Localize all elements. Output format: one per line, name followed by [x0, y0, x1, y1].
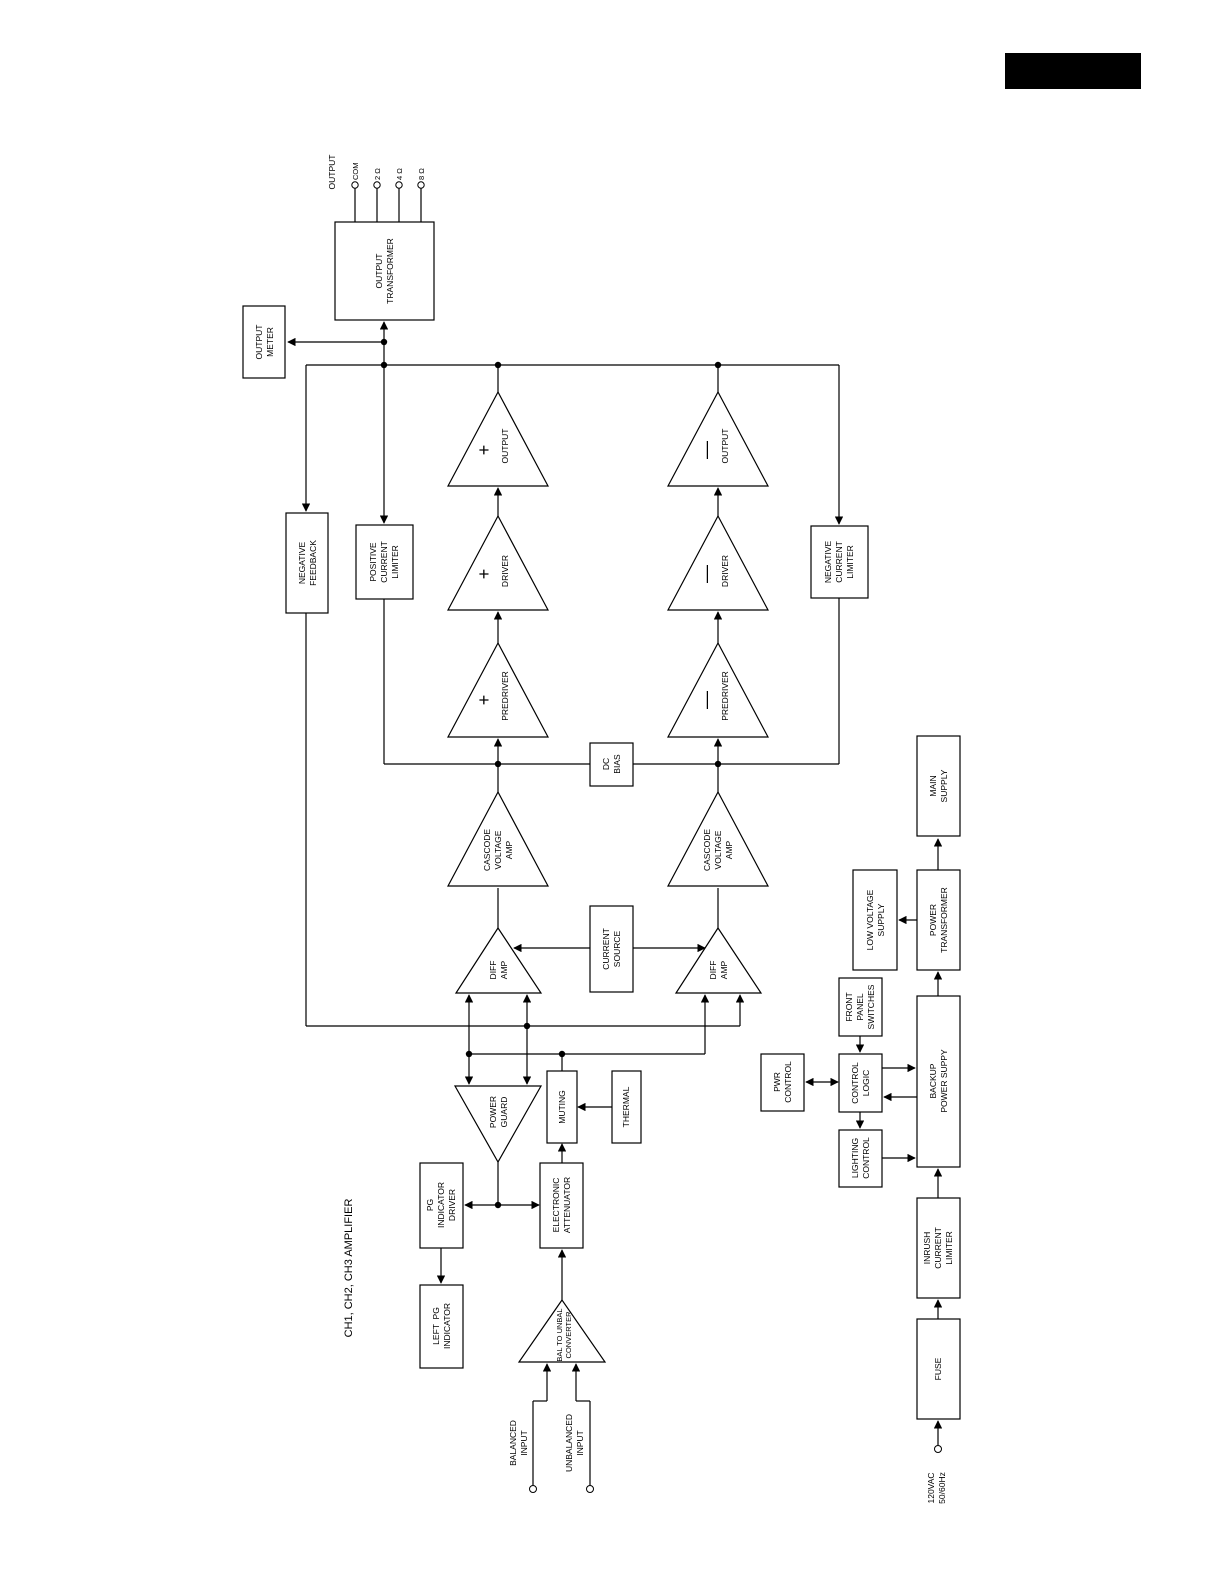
balanced-input-label: BALANCEDINPUT	[508, 1420, 529, 1466]
left-pg-indicator-box	[419, 1284, 464, 1369]
diff-pos-stage	[454, 926, 543, 994]
pg-indicator-driver-box	[419, 1162, 464, 1249]
ac-input-label: 120VAC50/60Hz	[926, 1472, 947, 1504]
low-voltage-supply-box	[852, 869, 898, 971]
amp-stages	[447, 390, 769, 1363]
blocks	[242, 221, 961, 1420]
main-supply-label: MAINSUPPLY	[928, 769, 949, 802]
unbalanced-input-label: UNBALANCEDINPUT	[564, 1414, 585, 1472]
muting-box	[546, 1070, 578, 1144]
predriver-neg-label: PREDRIVER	[720, 671, 730, 721]
bal-converter-label: BAL TO UNBALCONVERTER	[555, 1308, 573, 1361]
output-neg-stage	[667, 390, 769, 487]
power-transformer-box	[916, 869, 961, 971]
inrush-current-limiter-label: INRUSHCURRENTLIMITER	[922, 1227, 954, 1269]
cascode-pos-label: CASCODEVOLTAGEAMP	[482, 829, 514, 871]
terminal-2-ohm: 2 Ω	[373, 168, 382, 180]
minus-sign-driver: —	[696, 565, 716, 583]
pwr-control-label: PWRCONTROL	[772, 1061, 793, 1103]
negative-current-limiter-label: NEGATIVECURRENTLIMITER	[823, 540, 855, 583]
output-neg-label: OUTPUT	[720, 429, 730, 464]
front-panel-switches-box	[838, 977, 883, 1037]
positive-current-limiter-label: POSITIVECURRENTLIMITER	[368, 541, 400, 583]
predriver-pos-label: PREDRIVER	[500, 671, 510, 721]
negative-current-limiter-box	[810, 525, 869, 599]
terminal-4-ohm: 4 Ω	[395, 168, 404, 180]
fuse-label: FUSE	[933, 1357, 943, 1380]
output-transformer-label: OUTPUTTRANSFORMER	[374, 238, 395, 304]
cascode-pos-stage	[447, 790, 549, 887]
current-source-box	[589, 905, 634, 993]
driver-pos-label: DRIVER	[500, 555, 510, 587]
positive-current-limiter-box	[355, 524, 414, 600]
plus-sign-predriver: +	[474, 695, 494, 706]
power-guard-label: POWERGUARD	[488, 1096, 509, 1128]
lighting-control-box	[838, 1129, 883, 1188]
diff-neg-label: DIFFAMP	[708, 960, 729, 979]
terminal-com: COM	[351, 163, 360, 181]
pg-indicator-driver-label: PGINDICATORDRIVER	[425, 1182, 457, 1228]
negative-feedback-box	[285, 512, 329, 614]
negative-feedback-label: NEGATIVEFEEDBACK	[297, 540, 318, 586]
power-transformer-label: POWERTRANSFORMER	[928, 887, 949, 953]
driver-pos-stage	[447, 514, 549, 611]
output-pos-label: OUTPUT	[500, 429, 510, 464]
dc-bias-label: DCBIAS	[601, 754, 622, 774]
driver-neg-label: DRIVER	[720, 555, 730, 587]
backup-power-supply-box	[916, 995, 961, 1168]
backup-power-supply-label: BACKUPPOWER SUPPY	[928, 1049, 949, 1113]
terminal-8-ohm: 8 Ω	[417, 168, 426, 180]
electronic-attenuator-label: ELECTRONICATTENUATOR	[551, 1177, 572, 1233]
control-logic-label: CONTROLLOGIC	[850, 1062, 871, 1104]
output-transformer-box	[334, 221, 435, 321]
output-pos-stage	[447, 390, 549, 487]
diagram-title: CH1, CH2, CH3 AMPLIFIER	[343, 1199, 355, 1338]
lighting-control-label: LIGHTINGCONTROL	[850, 1137, 871, 1179]
minus-sign-output: —	[696, 441, 716, 459]
cascode-neg-stage	[667, 790, 769, 887]
junction-dots	[380, 338, 722, 1209]
wires	[287, 188, 943, 1485]
cascode-neg-label: CASCODEVOLTAGEAMP	[702, 829, 734, 871]
current-source-label: CURRENTSOURCE	[601, 928, 622, 970]
bal-converter-stage	[517, 1298, 607, 1363]
labels: CH1, CH2, CH3 AMPLIFIER OUTPUT COM 2 Ω 4…	[254, 155, 954, 1504]
predriver-pos-stage	[447, 641, 549, 738]
driver-neg-stage	[667, 514, 769, 611]
output-meter-label: OUTPUTMETER	[254, 325, 275, 360]
predriver-neg-stage	[667, 641, 769, 738]
plus-sign-output: +	[474, 445, 494, 456]
diff-neg-stage	[674, 926, 763, 994]
muting-label: MUTING	[557, 1090, 567, 1124]
electronic-attenuator-box	[539, 1162, 584, 1249]
left-pg-indicator-label: LEFT PGINDICATOR	[431, 1303, 452, 1349]
dc-bias-box	[589, 742, 634, 787]
plus-sign-driver: +	[474, 569, 494, 580]
terminals	[351, 181, 942, 1493]
thermal-box	[611, 1070, 642, 1144]
output-header: OUTPUT	[327, 155, 337, 190]
inrush-current-limiter-box	[916, 1197, 961, 1299]
output-meter-box	[242, 305, 286, 379]
diff-pos-label: DIFFAMP	[488, 960, 509, 979]
control-logic-box	[838, 1053, 883, 1113]
fuse-box	[916, 1318, 961, 1420]
thermal-label: THERMAL	[621, 1086, 631, 1127]
pwr-control-box	[760, 1053, 805, 1112]
power-guard-stage	[453, 1085, 543, 1164]
page-tab	[1005, 53, 1141, 89]
low-voltage-supply-label: LOW VOLTAGESUPPLY	[865, 889, 886, 950]
front-panel-switches-label: FRONTPANELSWITCHES	[844, 984, 876, 1029]
minus-sign-predriver: —	[696, 691, 716, 709]
main-supply-box	[916, 735, 961, 837]
